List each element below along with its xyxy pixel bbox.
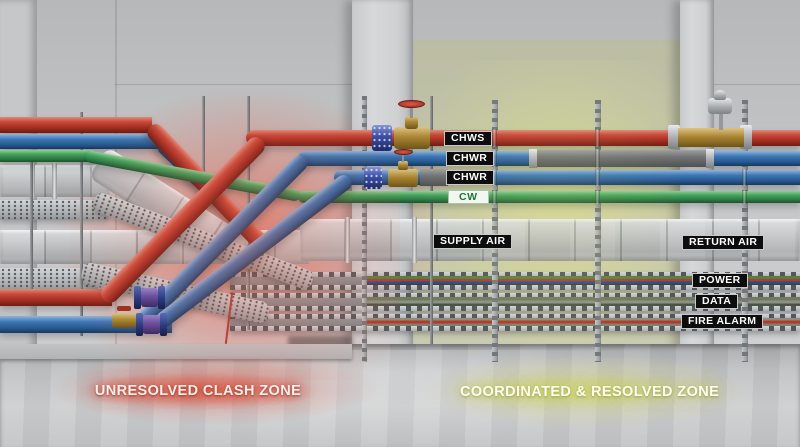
label-data: DATA (695, 294, 739, 309)
valve-flange (136, 313, 143, 336)
pipe-cw (298, 191, 800, 203)
valve-flange (158, 286, 165, 309)
wall-skirt-left (0, 344, 352, 359)
pipe-clamp (742, 169, 747, 186)
valve-bonnet-chwr (398, 161, 408, 170)
valve-body-chwr (388, 169, 418, 187)
pipe-clamp (742, 190, 747, 204)
tray-cables-power (365, 276, 800, 286)
prv-stem (719, 112, 723, 130)
grooved-coupling (364, 167, 382, 189)
tray-rail (230, 285, 800, 290)
pipe-green-left-top (0, 150, 94, 162)
strut-channel (492, 100, 498, 362)
valve-stem (410, 104, 413, 118)
pipe-red-left-top (0, 117, 152, 133)
label-power: POWER (692, 273, 748, 288)
gate-valve-bonnet (405, 116, 418, 129)
grooved-coupling (372, 125, 392, 151)
insulation-band (529, 149, 537, 168)
label-supply-air: SUPPLY AIR (433, 234, 513, 249)
hanger-rod (80, 112, 83, 336)
hanger-rod (202, 96, 205, 218)
pipe-clamp (595, 190, 600, 204)
strut-channel (595, 100, 601, 362)
valve-body-small (112, 313, 136, 328)
duct-flange (52, 163, 57, 199)
label-cw: CW (448, 190, 489, 204)
pipe-clamp (595, 169, 600, 186)
pipe-clamp (492, 150, 497, 167)
tray-rail (230, 314, 800, 319)
pipe-chwr-lower-flex (420, 169, 448, 186)
pipe-clamp (492, 169, 497, 186)
hanger-rod (430, 96, 433, 344)
butterfly-valve-red-line (141, 288, 158, 307)
label-chwr-lower: CHWR (446, 170, 495, 185)
label-chwr-upper: CHWR (446, 151, 495, 166)
duct-flange (412, 217, 417, 263)
pipe-clamp (492, 190, 497, 204)
wall-joint-line (714, 84, 800, 85)
label-fire-alarm: FIRE ALARM (681, 314, 764, 329)
strut-channel (742, 100, 748, 362)
prv-body (678, 128, 744, 147)
gate-valve-body (394, 127, 430, 149)
label-chws: CHWS (444, 131, 492, 146)
coordinated-resolved-zone-caption: COORDINATED & RESOLVED ZONE (460, 384, 720, 400)
tray-rail (230, 306, 800, 311)
tray-rail (230, 293, 800, 298)
duct-flange (345, 217, 350, 263)
prv-actuator-cap (708, 98, 732, 114)
cable-tray-data (230, 293, 800, 311)
pipe-red-left-bottom (0, 289, 112, 306)
butterfly-valve-blue-line (143, 315, 160, 334)
valve-flange (134, 286, 141, 309)
tray-rail (230, 326, 800, 331)
pipe-clamp (492, 129, 497, 147)
valve-stem (402, 153, 404, 162)
pipe-clamp (595, 129, 600, 147)
pipe-blue-left-top (0, 134, 164, 149)
tray-rail (230, 272, 800, 277)
cable-tray-fire-alarm (230, 314, 800, 331)
wall-joint-line (115, 84, 353, 85)
pipe-clamp (595, 149, 600, 168)
valve-handwheel (398, 100, 425, 108)
valve-lever (117, 306, 131, 311)
insulation-band (706, 149, 714, 168)
valve-handwheel (394, 149, 413, 155)
prv-actuator-dome (714, 90, 726, 100)
hanger-rod (30, 150, 33, 300)
cable-tray-power (230, 272, 800, 290)
label-return-air: RETURN AIR (682, 235, 765, 250)
pipe-coupling (668, 125, 680, 149)
pipe-chwr-upper-insulation (534, 150, 710, 167)
valve-flange (160, 313, 167, 336)
tray-cables-fire (365, 318, 800, 327)
tray-cables-data (365, 297, 800, 307)
unresolved-clash-zone-caption: UNRESOLVED CLASH ZONE (94, 383, 302, 399)
strut-channel (362, 96, 367, 362)
